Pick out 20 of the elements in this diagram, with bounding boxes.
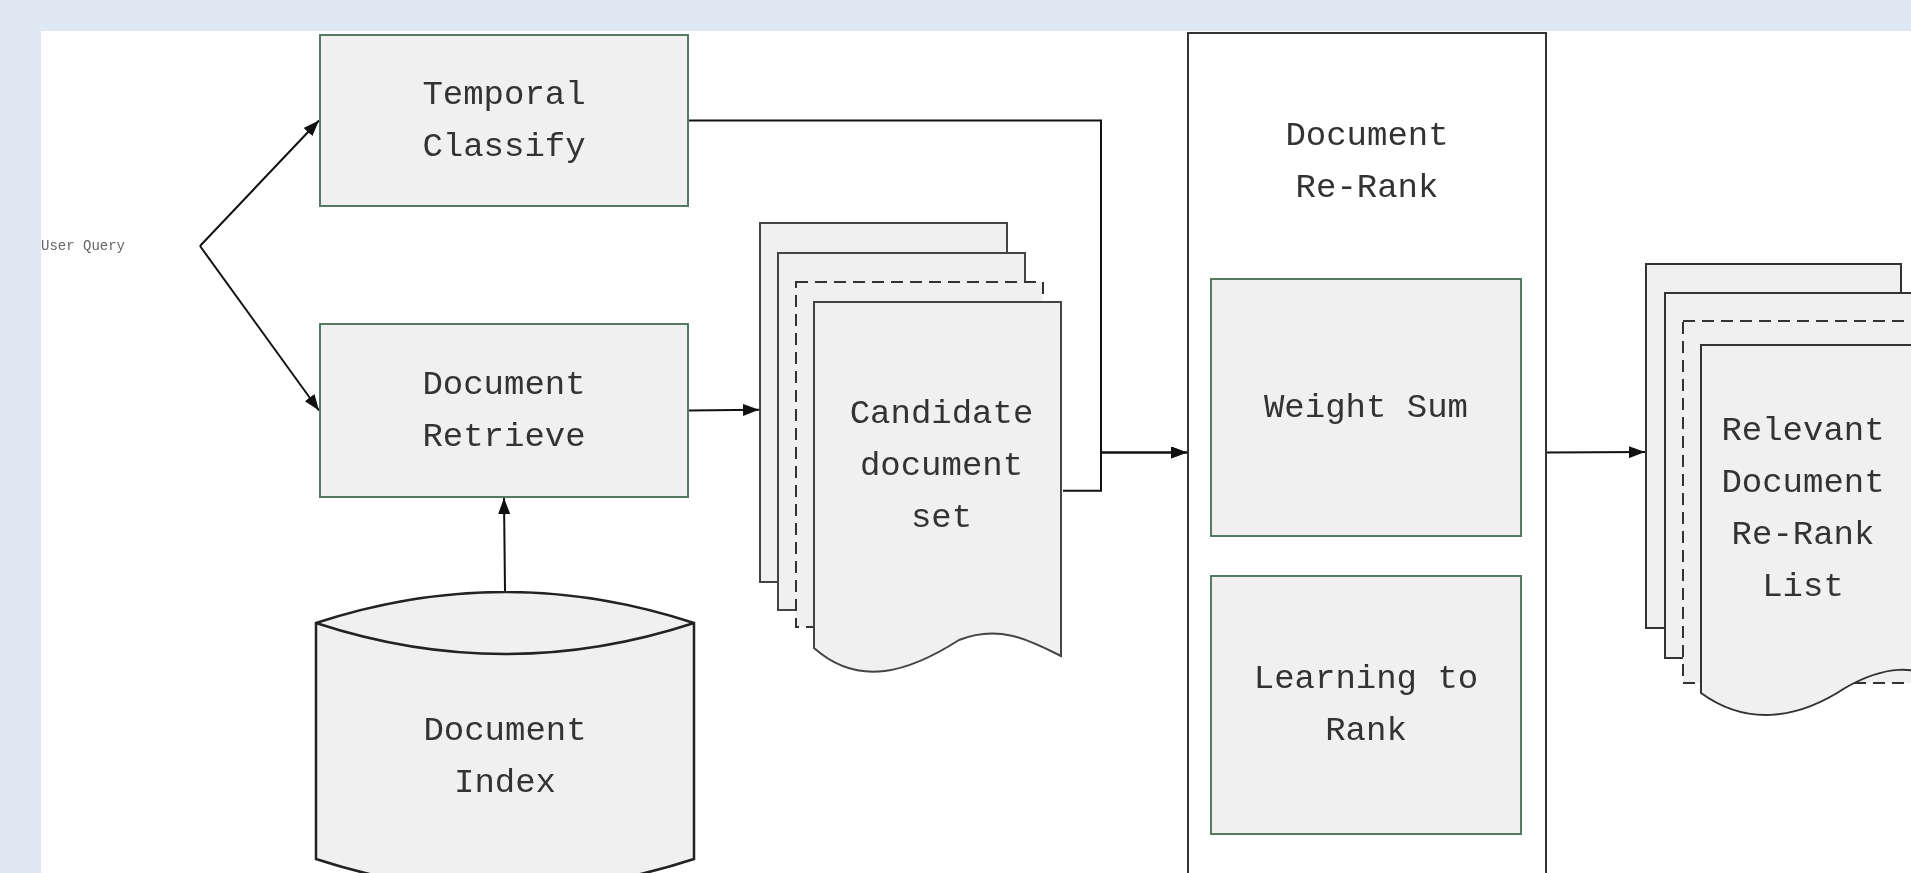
- node-label: Relevant Document Re-Rank List: [1720, 411, 1886, 608]
- node-label: Document Re-Rank: [1284, 116, 1450, 209]
- arrow: [199, 119, 320, 247]
- node-label: Weight Sum: [1262, 387, 1469, 429]
- process-box: [319, 34, 689, 207]
- arrow: [1546, 446, 1646, 459]
- process-box: [1210, 575, 1522, 835]
- arrow: [1062, 446, 1188, 492]
- node-label: Temporal Classify: [421, 74, 587, 168]
- node-label: Document Index: [422, 711, 588, 804]
- process-box: [319, 323, 689, 498]
- query-label: User Query: [41, 234, 200, 258]
- node-label: Document Retrieve: [421, 364, 587, 458]
- process-box: [1210, 278, 1522, 537]
- arrow: [688, 403, 760, 416]
- arrow: [199, 245, 320, 412]
- node-label: Candidate document set: [848, 394, 1035, 539]
- group-box: [1187, 32, 1547, 873]
- node-label: Learning to Rank: [1252, 659, 1480, 752]
- arrow: [498, 497, 511, 592]
